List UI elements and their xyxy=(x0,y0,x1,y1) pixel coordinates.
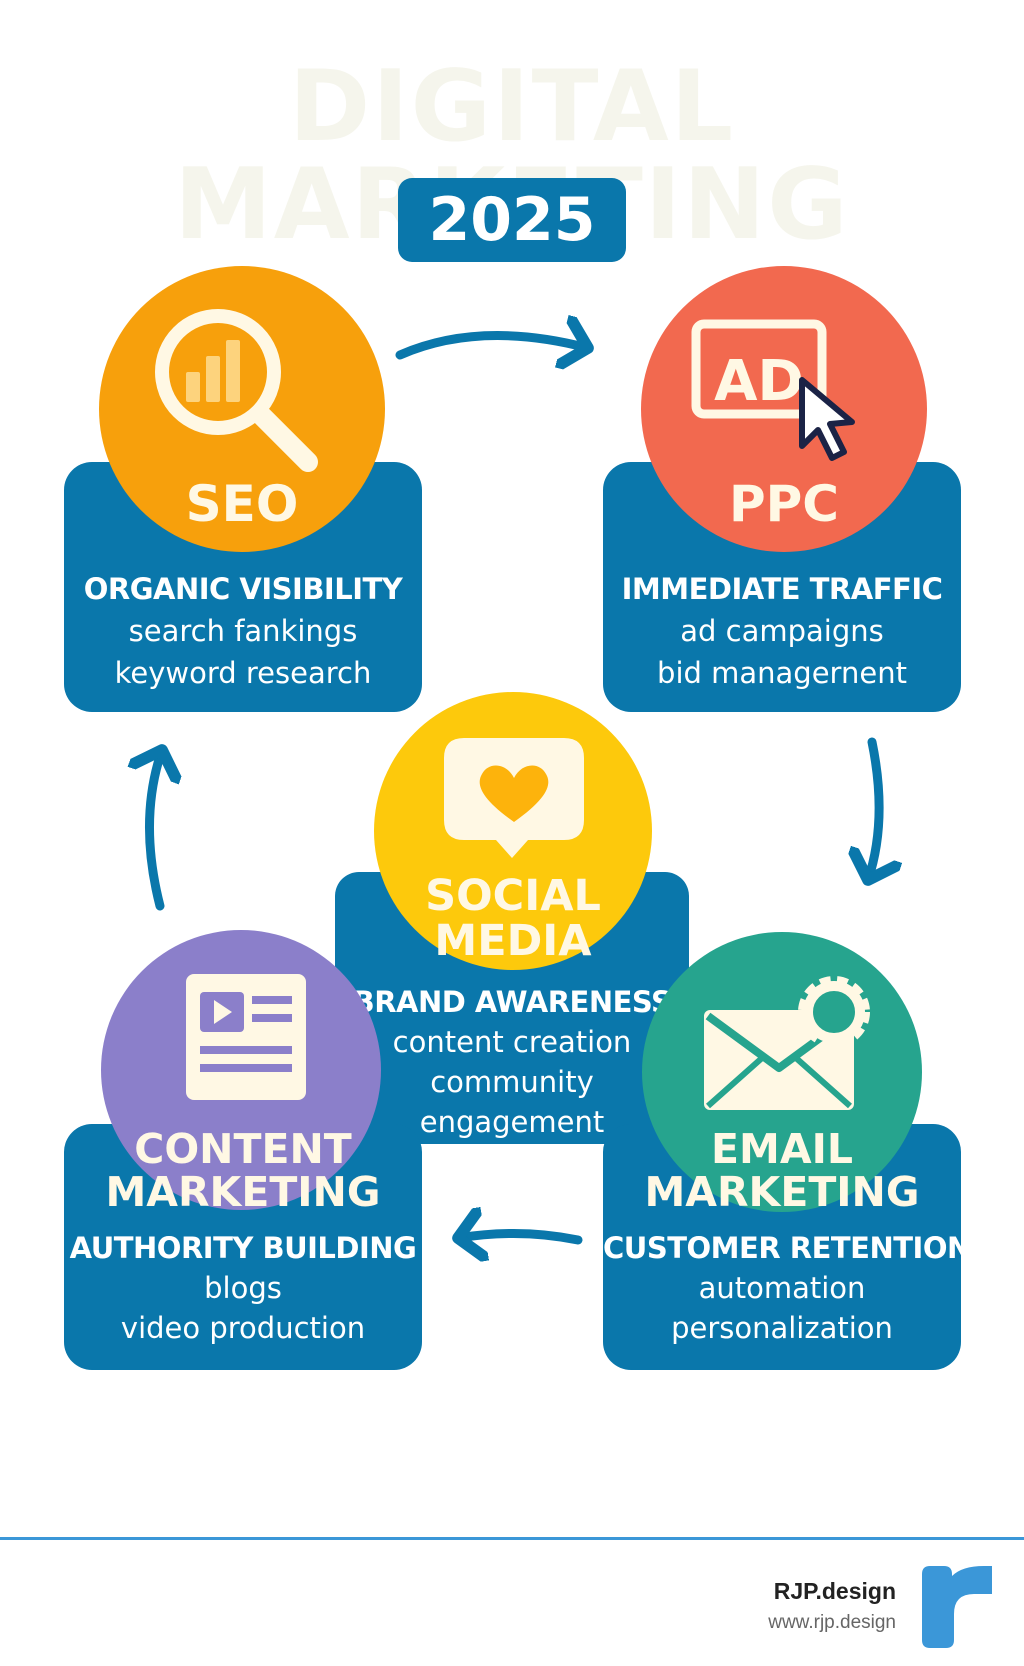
video-article-icon xyxy=(186,974,306,1100)
email-label: EMAIL MARKETING xyxy=(642,1125,922,1217)
ppc-label: PPC xyxy=(729,475,839,533)
ppc-description: IMMEDIATE TRAFFIC ad campaigns bid manag… xyxy=(603,568,961,694)
content-description: AUTHORITY BUILDING blogs video productio… xyxy=(64,1228,422,1348)
social-line-2: community xyxy=(430,1065,594,1099)
content-line-2: video production xyxy=(120,1311,366,1345)
seo-line-1: search fankings xyxy=(128,614,358,648)
arrow-email-to-content xyxy=(458,1233,583,1240)
social-heading: BRAND AWARENESS xyxy=(352,985,672,1019)
seo-heading: ORGANIC VISIBILITY xyxy=(83,572,403,606)
social-description: BRAND AWARENESS content creation communi… xyxy=(335,982,689,1142)
seo-description: ORGANIC VISIBILITY search fankings keywo… xyxy=(64,568,422,694)
social-line-3: engagement xyxy=(419,1105,605,1139)
arrow-seo-to-ppc xyxy=(395,336,588,355)
magnifier-chart-icon xyxy=(155,309,318,472)
email-description: CUSTOMER RETENTION automation personaliz… xyxy=(603,1228,971,1348)
email-line-2: personalization xyxy=(671,1311,893,1345)
social-line-1: content creation xyxy=(392,1025,632,1059)
ad-icon-text: AD xyxy=(714,349,804,414)
ppc-line-2: bid managernent xyxy=(657,656,907,690)
content-label-line-1: CONTENT xyxy=(134,1125,352,1173)
content-label-line-2: MARKETING xyxy=(105,1168,381,1217)
email-label-line-2: MARKETING xyxy=(644,1168,920,1217)
ppc-heading: IMMEDIATE TRAFFIC xyxy=(621,572,943,606)
year-badge: 2025 xyxy=(398,178,626,262)
ppc-circle xyxy=(641,266,927,552)
rjp-logo-icon xyxy=(922,1566,992,1648)
social-label-line-2: MEDIA xyxy=(434,916,592,967)
arrow-ppc-to-email xyxy=(868,737,879,880)
content-heading: AUTHORITY BUILDING xyxy=(69,1231,417,1265)
seo-label: SEO xyxy=(185,475,299,533)
social-label: SOCIAL MEDIA xyxy=(374,871,652,967)
ppc-line-1: ad campaigns xyxy=(680,614,884,648)
ad-cursor-icon: AD xyxy=(691,319,855,461)
seo-circle xyxy=(99,266,385,552)
email-label-line-1: EMAIL xyxy=(711,1125,853,1173)
content-line-1: blogs xyxy=(204,1271,282,1305)
content-label: CONTENT MARKETING xyxy=(64,1125,422,1217)
seo-line-2: keyword research xyxy=(114,656,372,690)
footer-brand: RJP.design xyxy=(773,1578,896,1604)
envelope-gear-icon xyxy=(704,976,870,1110)
social-label-line-1: SOCIAL xyxy=(425,871,601,921)
email-line-1: automation xyxy=(698,1271,866,1305)
email-heading: CUSTOMER RETENTION xyxy=(603,1231,971,1265)
footer-divider xyxy=(0,1537,1024,1540)
footer-url[interactable]: www.rjp.design xyxy=(768,1612,896,1633)
arrow-content-to-seo xyxy=(149,750,162,911)
heart-chat-icon xyxy=(444,738,584,858)
